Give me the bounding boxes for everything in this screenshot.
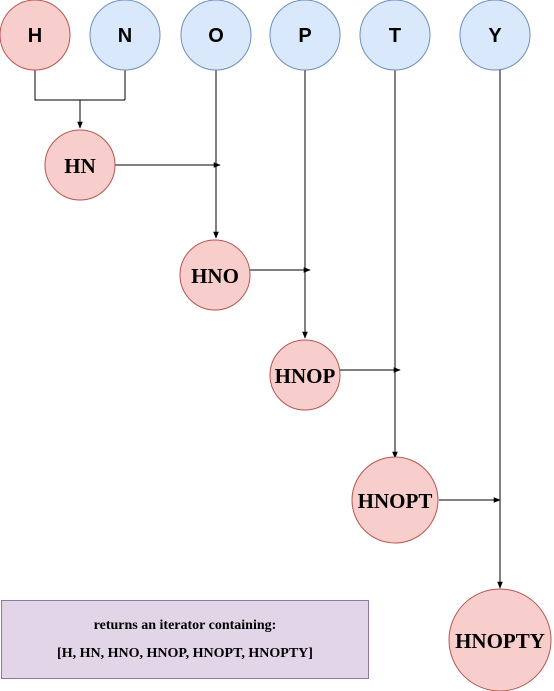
result-node-hnop-circle bbox=[269, 339, 341, 411]
input-node-t: T bbox=[359, 0, 431, 71]
result-note-list: [H, HN, HNO, HNOP, HNOPT, HNOPTY] bbox=[57, 645, 313, 661]
input-node-o-circle bbox=[180, 0, 252, 71]
input-node-t-label: T bbox=[389, 25, 401, 47]
result-node-hn-label: HN bbox=[64, 154, 96, 178]
input-node-o-label: O bbox=[208, 25, 224, 47]
result-node-hno-circle bbox=[179, 239, 251, 311]
input-node-n: N bbox=[89, 0, 161, 71]
result-node-hnop: HNOP bbox=[269, 339, 341, 411]
input-node-o: O bbox=[180, 0, 252, 71]
input-node-n-label: N bbox=[118, 25, 132, 47]
input-node-t-circle bbox=[359, 0, 431, 71]
input-node-h-circle bbox=[0, 0, 71, 71]
result-node-hnopty-circle bbox=[448, 588, 552, 691]
edge-h-to-merge bbox=[34, 70, 125, 101]
result-node-hn: HN bbox=[44, 129, 116, 201]
input-node-p-circle bbox=[269, 0, 341, 71]
result-node-hnopty-label: HNOPTY bbox=[455, 629, 545, 653]
input-node-y-circle bbox=[459, 0, 531, 71]
connectors bbox=[34, 70, 503, 589]
result-node-hnopty: HNOPTY bbox=[448, 588, 552, 691]
result-node-hnopt: HNOPT bbox=[351, 456, 439, 544]
input-node-p-label: P bbox=[298, 25, 311, 47]
input-node-p: P bbox=[269, 0, 341, 71]
result-node-hnopt-label: HNOPT bbox=[358, 489, 433, 513]
result-node-hno-label: HNO bbox=[191, 264, 239, 288]
result-note-heading: returns an iterator containing: bbox=[93, 617, 277, 633]
input-node-y: Y bbox=[459, 0, 531, 71]
input-node-y-label: Y bbox=[488, 25, 502, 47]
result-node-hn-circle bbox=[44, 129, 116, 201]
result-node-hno: HNO bbox=[179, 239, 251, 311]
result-note-box: returns an iterator containing: [H, HN, … bbox=[1, 600, 369, 679]
input-node-n-circle bbox=[89, 0, 161, 71]
input-node-h-label: H bbox=[28, 25, 42, 47]
input-node-h: H bbox=[0, 0, 71, 71]
result-node-hnopt-circle bbox=[351, 456, 439, 544]
result-node-hnop-label: HNOP bbox=[275, 364, 336, 388]
